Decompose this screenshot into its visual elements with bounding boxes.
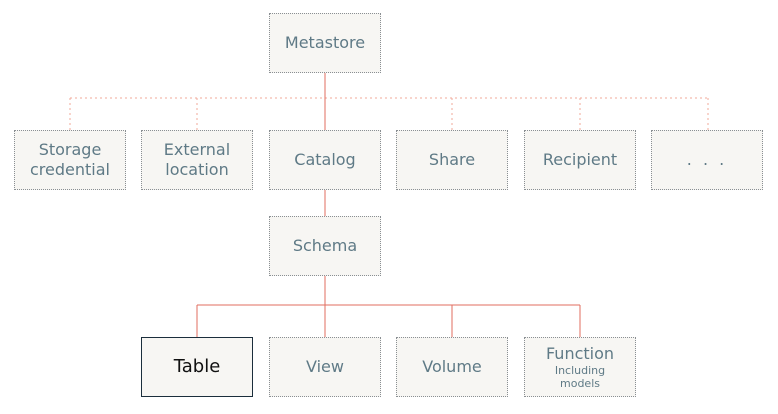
node-storage-credential-line1: Storage [38, 140, 102, 159]
node-recipient-label: Recipient [542, 150, 618, 169]
node-schema-label: Schema [292, 236, 358, 255]
node-storage-credential: Storage credential [14, 130, 126, 190]
node-view-label: View [306, 357, 344, 376]
node-external-location-line1: External [163, 140, 231, 159]
node-function: Function Including models [524, 337, 636, 397]
node-share: Share [396, 130, 508, 190]
node-share-label: Share [428, 150, 476, 169]
node-external-location-line2: location [165, 160, 229, 179]
node-function-sub1: Including [554, 364, 606, 377]
node-storage-credential-line2: credential [30, 160, 110, 179]
node-function-label: Function [545, 344, 615, 363]
node-more-label: . . . [686, 150, 728, 169]
node-external-location: External location [141, 130, 253, 190]
node-catalog: Catalog [269, 130, 381, 190]
node-table-label: Table [173, 356, 221, 377]
node-metastore-label: Metastore [284, 33, 366, 52]
node-recipient: Recipient [524, 130, 636, 190]
node-function-sub2: models [560, 377, 600, 390]
node-view: View [269, 337, 381, 397]
node-volume-label: Volume [422, 357, 482, 376]
node-catalog-label: Catalog [294, 150, 356, 169]
node-more: . . . [651, 130, 763, 190]
node-table: Table [141, 337, 253, 397]
node-schema: Schema [269, 216, 381, 276]
node-volume: Volume [396, 337, 508, 397]
node-metastore: Metastore [269, 13, 381, 73]
